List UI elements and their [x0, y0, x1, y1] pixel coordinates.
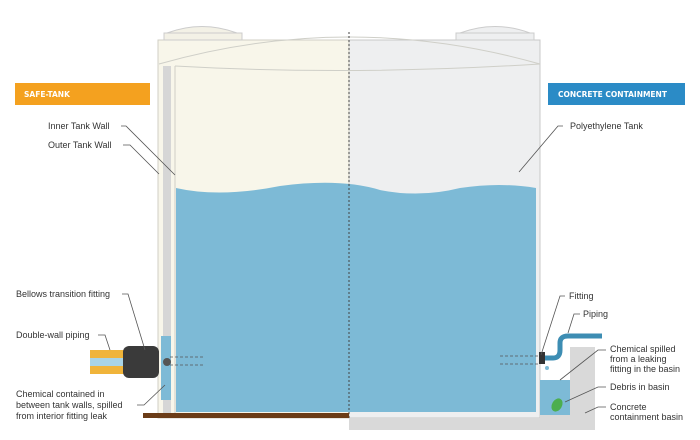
- label-double-wall-piping: Double-wall piping: [16, 330, 90, 340]
- right-fitting: [539, 352, 545, 364]
- label-polyethylene-tank: Polyethylene Tank: [570, 121, 643, 131]
- label-bellows: Bellows transition fitting: [16, 289, 110, 299]
- label-outer-tank-wall: Outer Tank Wall: [48, 140, 112, 150]
- concrete-containment-title: CONCRETE CONTAINMENT: [558, 90, 668, 99]
- label-fitting: Fitting: [569, 291, 594, 301]
- label-concrete-basin: Concrete containment basin: [610, 402, 683, 422]
- concrete-basin: [349, 347, 595, 430]
- double-wall-piping: [90, 350, 125, 374]
- interstitial-spill: [161, 336, 171, 400]
- safe-tank-title: SAFE-TANK: [24, 90, 71, 99]
- label-debris: Debris in basin: [610, 382, 670, 392]
- left-lid-cap: [163, 26, 243, 41]
- debris-leaf: [551, 398, 563, 412]
- liquid: [176, 182, 536, 412]
- concrete-containment-tag: [548, 83, 685, 105]
- svg-text:Concrete: Concrete: [610, 402, 647, 412]
- right-lid-cap: [455, 26, 535, 41]
- outer-tank-wall: [163, 66, 171, 416]
- svg-text:Chemical spilled: Chemical spilled: [610, 344, 676, 354]
- tank-base: [143, 413, 349, 418]
- right-piping: [542, 333, 602, 361]
- label-piping: Piping: [583, 309, 608, 319]
- svg-text:between tank walls, spilled: between tank walls, spilled: [16, 400, 123, 410]
- safe-tank-tag: [15, 83, 150, 105]
- label-chemical-spilled: Chemical spilled from a leaking fitting …: [610, 344, 680, 374]
- svg-text:fitting in the basin: fitting in the basin: [610, 364, 680, 374]
- label-inner-tank-wall: Inner Tank Wall: [48, 121, 110, 131]
- svg-text:from a leaking: from a leaking: [610, 354, 667, 364]
- label-chemical-contained: Chemical contained in between tank walls…: [16, 389, 123, 421]
- svg-text:Chemical contained in: Chemical contained in: [16, 389, 105, 399]
- bellows-fitting: [123, 346, 159, 378]
- svg-text:containment basin: containment basin: [610, 412, 683, 422]
- svg-text:from interior fitting leak: from interior fitting leak: [16, 411, 108, 421]
